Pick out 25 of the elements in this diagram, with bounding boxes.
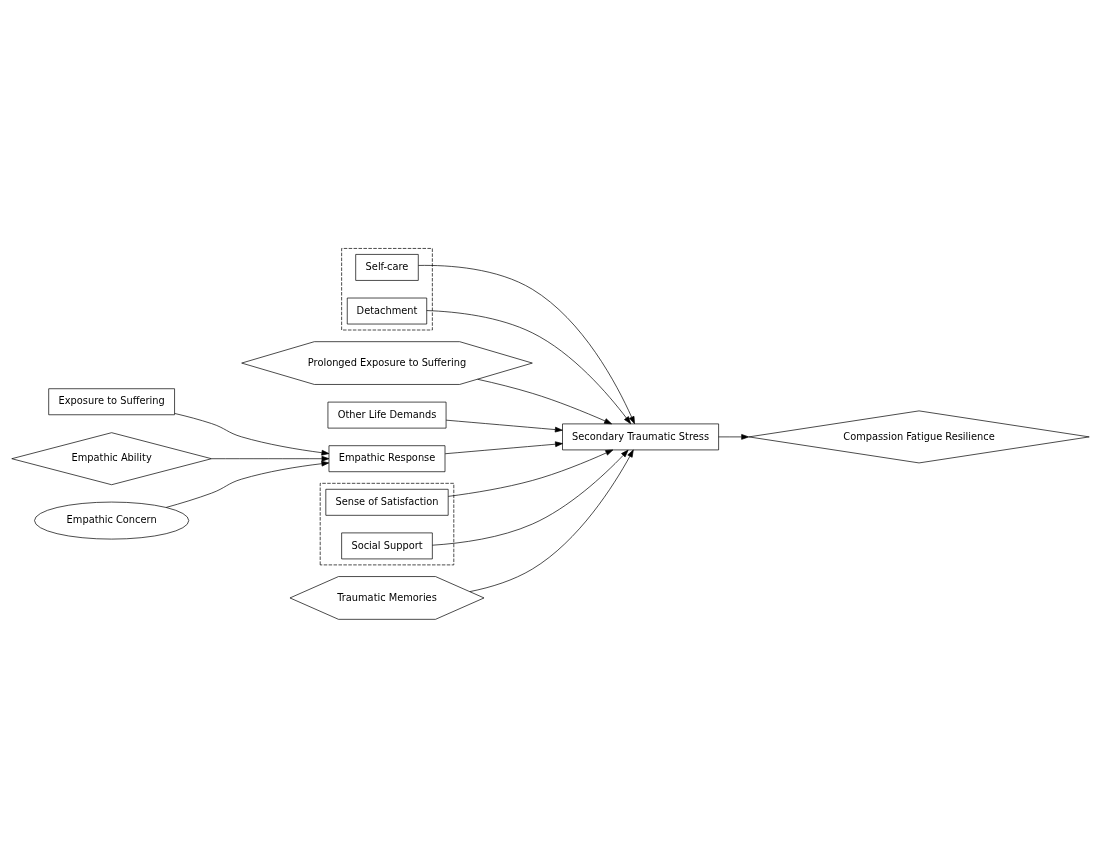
- node-diamond: Empathic Ability: [11, 431, 212, 485]
- arrow: [445, 419, 563, 432]
- arrow: [718, 433, 750, 440]
- node-box: Detachment: [346, 297, 428, 324]
- node-box: Exposure to Suffering: [48, 387, 175, 415]
- node-box: Other Life Demands: [327, 401, 447, 428]
- arrow: [432, 449, 629, 546]
- arrow: [426, 309, 631, 424]
- node-box: Social Support: [341, 532, 433, 559]
- cluster: [341, 247, 433, 330]
- arrow: [418, 264, 635, 424]
- cluster: [319, 482, 455, 565]
- node-box: Secondary Traumatic Stress: [562, 423, 719, 450]
- arrow: [444, 440, 563, 454]
- arrow: [211, 455, 330, 461]
- node-box: Sense of Satisfaction: [325, 488, 449, 516]
- node-box: Self-care: [355, 253, 419, 281]
- arrow: [165, 460, 330, 508]
- node-box: Empathic Response: [328, 444, 446, 472]
- node-diamond: Compassion Fatigue Resilience: [748, 410, 1090, 463]
- node-ellipse: Empathic Concern: [34, 501, 190, 539]
- arrow: [469, 449, 634, 592]
- arrow: [174, 412, 330, 456]
- arrow: [477, 378, 612, 424]
- arrow: [447, 449, 614, 497]
